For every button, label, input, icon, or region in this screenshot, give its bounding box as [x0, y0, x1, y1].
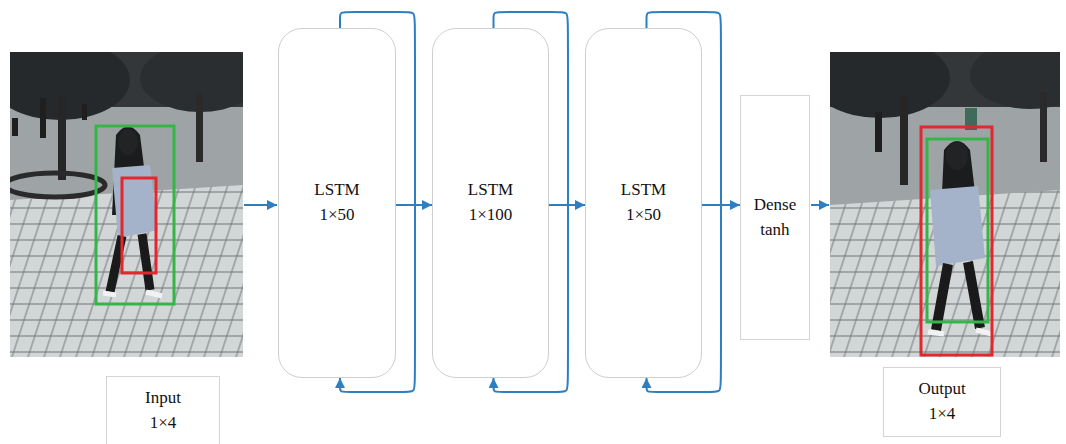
node-label: Input 1×4: [145, 386, 181, 435]
person-head: [946, 142, 968, 170]
lstm-layer: LSTM 1×100: [432, 28, 549, 378]
lstm-layer: LSTM 1×50: [585, 28, 702, 378]
tree-canopy: [10, 52, 130, 120]
input-arrow: [244, 204, 277, 206]
person-jacket: [112, 165, 158, 238]
tree-trunk: [900, 95, 908, 185]
person-legs: [936, 262, 980, 330]
flow-arrow: [549, 204, 585, 206]
node-label: LSTM 1×50: [621, 178, 666, 227]
tree-trunk: [1040, 92, 1047, 162]
node-label: Dense tanh: [754, 193, 796, 242]
flow-arrow: [702, 204, 740, 206]
tree-trunk: [58, 95, 66, 180]
person-legs: [110, 234, 150, 292]
person-shoes: [928, 330, 992, 334]
person-head: [118, 129, 138, 155]
pedestrian: [82, 104, 87, 120]
node-label: LSTM 1×50: [314, 178, 359, 227]
output-photo: [830, 52, 1060, 357]
tree-canopy: [140, 52, 243, 112]
planter-curb: [10, 173, 105, 197]
node-label: Output 1×4: [918, 377, 965, 426]
lstm-layer: LSTM 1×50: [278, 28, 396, 378]
tree-trunk: [196, 92, 203, 162]
output-arrow: [811, 204, 829, 206]
ground-truth-box: [96, 126, 174, 304]
person-shoes: [103, 292, 162, 296]
node-label: LSTM 1×100: [468, 178, 513, 227]
pedestrian: [40, 98, 46, 138]
pedestrian: [12, 118, 18, 136]
ground-truth-box: [927, 139, 988, 322]
tree-canopy: [830, 52, 950, 118]
pedestrian: [875, 112, 882, 152]
predicted-box: [122, 178, 156, 273]
input-photo: [10, 52, 243, 357]
io-label-box: Input 1×4: [106, 376, 220, 444]
dense-layer: Dense tanh: [740, 95, 810, 340]
io-label-box: Output 1×4: [883, 367, 1001, 437]
predicted-box: [921, 127, 992, 355]
person-jacket: [930, 186, 985, 266]
flow-arrow: [396, 204, 432, 206]
